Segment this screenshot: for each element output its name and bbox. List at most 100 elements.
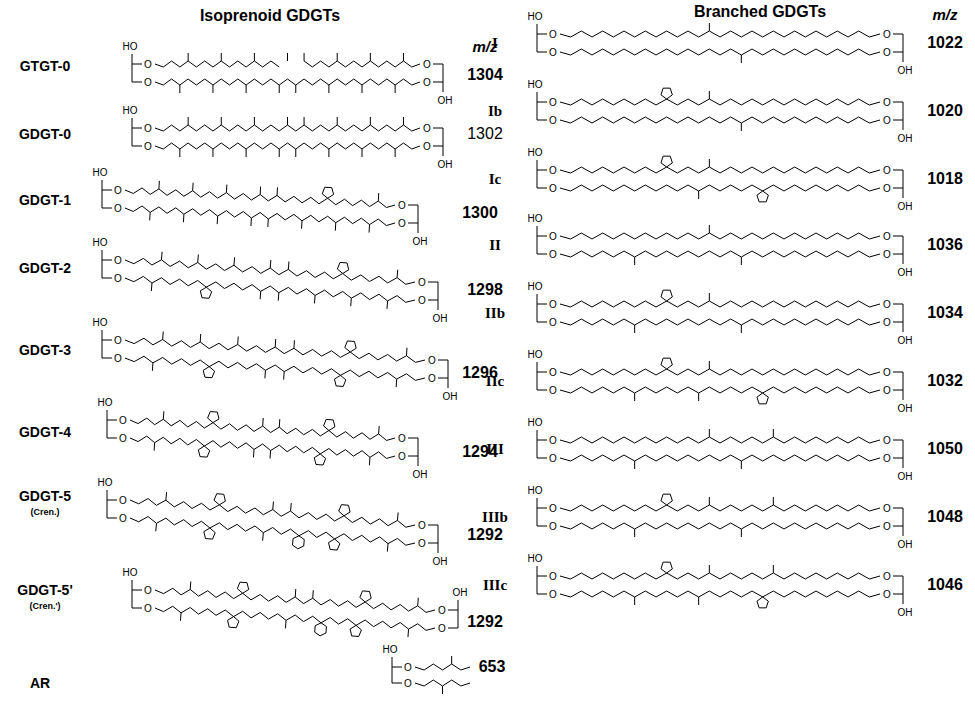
atom-label: O (397, 433, 407, 444)
compound-name: Ic (489, 171, 502, 188)
methyl-bond (634, 393, 635, 401)
ring-bond (350, 625, 361, 636)
methyl-bond (188, 53, 189, 61)
mass-value: 1300 (462, 204, 498, 222)
chain-bond (893, 120, 903, 121)
chain-bond (903, 440, 904, 468)
atom-label: O (882, 503, 892, 514)
compound-name: I (492, 35, 498, 52)
chain-bond (537, 322, 547, 323)
chain-bond (438, 378, 448, 379)
atom-label: O (548, 317, 558, 328)
chain-bond (107, 438, 117, 439)
atom-label: O (113, 335, 123, 346)
mass-value: 1292 (467, 526, 503, 544)
mass-value: 1022 (927, 34, 963, 52)
methyl-bond (387, 544, 389, 552)
chain-bond (893, 390, 903, 391)
compound-name: GTGT-0 (20, 58, 71, 74)
chain-bond (893, 170, 903, 171)
methyl-bond (386, 301, 388, 309)
chain-bond (537, 52, 547, 53)
methyl-bond (403, 53, 404, 61)
mass-value: 1018 (927, 170, 963, 188)
methyl-bond (709, 293, 710, 301)
atom-label: O (882, 231, 892, 242)
methyl-bond (396, 379, 398, 387)
ring-bond (360, 591, 371, 602)
ring-bond (661, 358, 672, 369)
mass-value: 653 (479, 658, 506, 676)
methyl-bond (161, 252, 163, 260)
chain-bond (560, 319, 880, 325)
chain-bond (537, 508, 547, 509)
chain-bond (560, 455, 880, 461)
chain-bond (560, 167, 880, 173)
methyl-bond (337, 117, 338, 125)
atom-label: O (113, 353, 123, 364)
methyl-bond (262, 418, 264, 426)
methyl-bond (451, 656, 452, 664)
chain-bond (443, 64, 444, 92)
ring-bond (329, 539, 340, 550)
chain-bond (107, 490, 108, 518)
chain-bond (433, 64, 443, 65)
atom-label: OH (432, 313, 449, 324)
methyl-bond (270, 260, 272, 268)
mass-value: 1292 (467, 613, 503, 631)
chain-bond (560, 185, 880, 191)
chain-bond (130, 418, 395, 440)
atom-label: O (143, 77, 153, 88)
methyl-bond (188, 117, 189, 125)
compound-name: GDGT-3 (19, 342, 71, 358)
methyl-bond (378, 193, 379, 201)
methyl-bond (288, 261, 290, 269)
methyl-bond (237, 337, 239, 345)
atom-label: O (417, 520, 427, 531)
atom-label: O (882, 453, 892, 464)
atom-label: O (548, 503, 558, 514)
atom-label: OH (452, 587, 469, 598)
ring-bond (314, 454, 325, 465)
chain-bond (155, 588, 435, 612)
atom-label: O (882, 115, 892, 126)
methyl-bond (403, 117, 404, 125)
compound-name: GDGT-5 (19, 488, 71, 504)
compound-name: GDGT-1 (19, 192, 71, 208)
chain-bond (537, 372, 547, 373)
chain-bond (903, 236, 904, 264)
chain-bond (107, 500, 117, 501)
chain-bond (102, 180, 103, 208)
atom-label: O (548, 521, 558, 532)
atom-label: OH (437, 159, 454, 170)
chain-bond (428, 282, 438, 283)
methyl-bond (362, 149, 363, 157)
methyl-bond (741, 123, 742, 131)
methyl-bond (190, 582, 192, 590)
methyl-bond (773, 565, 774, 573)
ring-bond (292, 536, 304, 549)
chain-bond (132, 580, 133, 608)
atom-label: OH (437, 95, 454, 106)
compound-name: GDGT-0 (19, 126, 71, 142)
atom-label: O (548, 367, 558, 378)
atom-label: O (548, 115, 558, 126)
mass-value: 1048 (927, 508, 963, 526)
methyl-bond (179, 149, 180, 157)
methyl-bond (278, 293, 280, 301)
chain-bond (443, 128, 444, 156)
compound-name: GDGT-4 (19, 424, 71, 440)
atom-label: HO (527, 281, 544, 292)
atom-label: O (143, 123, 153, 134)
atom-label: OH (897, 403, 914, 414)
atom-label: HO (527, 485, 544, 496)
methyl-bond (741, 257, 742, 265)
chain-bond (893, 594, 903, 595)
methyl-bond (192, 183, 193, 191)
chain-bond (560, 301, 880, 307)
chain-bond (132, 128, 142, 129)
methyl-bond (217, 216, 218, 224)
atom-label: HO (527, 349, 544, 360)
methyl-bond (406, 348, 408, 356)
